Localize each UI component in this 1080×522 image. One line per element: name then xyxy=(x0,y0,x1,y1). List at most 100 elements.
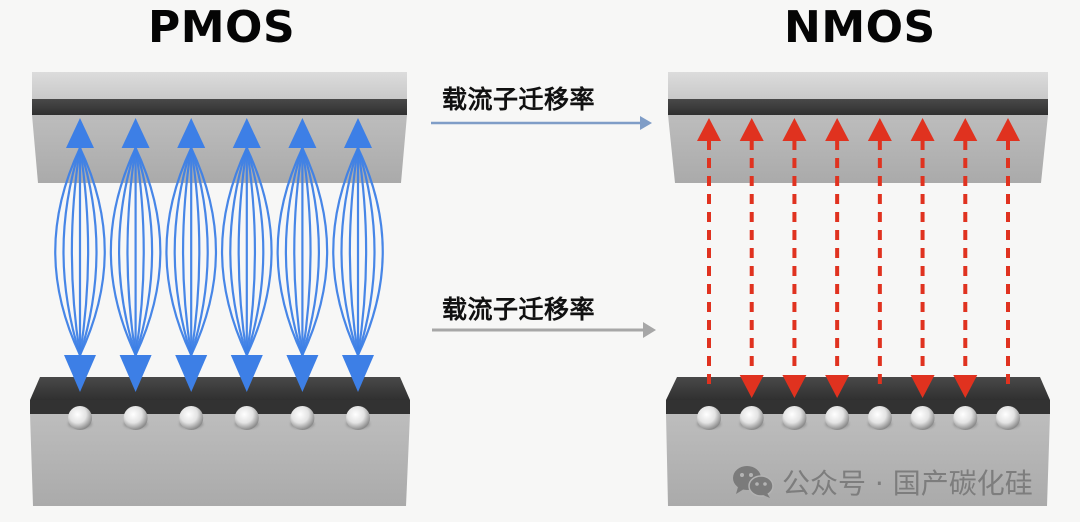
pmos-carrier-line xyxy=(109,147,137,356)
pmos-carrier-line xyxy=(221,147,248,356)
nmos-arrow xyxy=(782,118,807,398)
watermark-text: 公众号 · 国产碳化硅 xyxy=(782,467,1033,500)
pmos-bottom-slab-band xyxy=(30,400,410,414)
pmos-carrier-line xyxy=(70,147,82,356)
pmos-carrier-line xyxy=(245,147,273,356)
pmos-arrowhead-up xyxy=(232,118,261,148)
pmos-atom xyxy=(123,406,148,430)
nmos-atom xyxy=(996,406,1020,430)
wechat-icon xyxy=(733,466,774,498)
pmos-carrier-line xyxy=(126,147,137,356)
mobility-arrow-top xyxy=(431,116,652,130)
nmos-arrowhead-down xyxy=(825,375,850,398)
pmos-atom xyxy=(234,406,259,430)
mobility-arrow-bottom-head xyxy=(643,322,656,338)
nmos-arrowhead-down xyxy=(782,375,807,398)
pmos-carrier-line xyxy=(332,147,359,356)
nmos-atom xyxy=(953,406,978,430)
pmos-bottom-slab xyxy=(30,377,410,506)
nmos-carrier-paths xyxy=(697,118,1020,398)
nmos-arrowhead-up xyxy=(697,118,721,141)
pmos-atom xyxy=(290,406,315,430)
nmos-atom xyxy=(910,406,935,430)
pmos-arrowhead-down xyxy=(286,355,319,392)
nmos-arrowhead-up xyxy=(782,118,807,141)
pmos-arrowhead-up xyxy=(288,118,317,148)
pmos-arrow-bundle xyxy=(276,118,329,392)
pmos-top-slab-front xyxy=(32,115,407,183)
nmos-bottom-slab-top xyxy=(666,377,1050,400)
nmos-arrow xyxy=(697,118,721,392)
pmos-carrier-line xyxy=(301,147,329,356)
pmos-carrier-line xyxy=(357,147,384,356)
pmos-carrier-line xyxy=(78,147,98,356)
nmos-atom xyxy=(739,406,764,430)
pmos-carrier-line xyxy=(276,147,304,356)
nmos-arrowhead-up xyxy=(953,118,978,141)
nmos-top-slab-face xyxy=(668,72,1048,99)
pmos-carrier-line xyxy=(293,147,304,356)
pmos-carrier-line xyxy=(245,147,265,356)
nmos-atom xyxy=(825,406,850,430)
pmos-arrowhead-down xyxy=(175,355,208,392)
pmos-carrier-line xyxy=(134,147,145,356)
nmos-top-slab-front xyxy=(668,115,1048,183)
nmos-top-slab xyxy=(668,72,1048,183)
pmos-carrier-line xyxy=(190,147,201,356)
pmos-carrier-line xyxy=(118,147,137,356)
nmos-atom xyxy=(697,406,721,430)
nmos-bottom-slab-band xyxy=(666,400,1050,414)
pmos-carrier-line xyxy=(237,147,248,356)
pmos-carrier-line xyxy=(54,147,81,356)
pmos-arrow-bundle xyxy=(332,118,384,392)
pmos-arrow-bundle xyxy=(165,118,217,392)
pmos-carrier-line xyxy=(78,147,90,356)
pmos-bottom-slab-top xyxy=(30,377,410,400)
nmos-arrow xyxy=(953,118,978,398)
nmos-arrow xyxy=(739,118,764,398)
pmos-carrier-line xyxy=(190,147,217,356)
watermark: 公众号 · 国产碳化硅 xyxy=(732,462,1033,502)
nmos-atom xyxy=(867,406,892,430)
pmos-bottom-slab-front xyxy=(30,414,410,506)
nmos-arrowhead-down xyxy=(739,375,764,398)
pmos-carrier-line xyxy=(79,147,106,356)
nmos-arrowhead-up xyxy=(867,118,892,141)
pmos-arrowhead-down xyxy=(64,355,96,392)
pmos-carrier-line xyxy=(165,147,193,356)
pmos-arrow-bundle xyxy=(221,118,273,392)
pmos-arrowhead-down xyxy=(230,355,263,392)
nmos-arrow xyxy=(910,118,935,398)
nmos-arrow xyxy=(996,118,1020,392)
pmos-arrowhead-down xyxy=(119,355,152,392)
nmos-surface-atoms xyxy=(697,406,1020,430)
pmos-carrier-line xyxy=(284,147,304,356)
pmos-carrier-line xyxy=(173,147,193,356)
nmos-arrow xyxy=(867,118,892,392)
pmos-carrier-line xyxy=(190,147,209,356)
pmos-arrowhead-up xyxy=(121,118,150,148)
pmos-atom xyxy=(68,406,92,430)
pmos-carrier-line xyxy=(348,147,360,356)
pmos-title: PMOS xyxy=(148,2,296,53)
mobility-label-top: 载流子迁移率 xyxy=(442,85,596,114)
nmos-arrowhead-down xyxy=(910,375,935,398)
mobility-arrow-top-head xyxy=(640,116,652,130)
pmos-arrowhead-down xyxy=(342,355,374,392)
pmos-top-slab-face xyxy=(32,72,407,99)
pmos-carrier-line xyxy=(301,147,320,356)
pmos-top-slab-dark-band xyxy=(32,99,407,115)
pmos-carrier-line xyxy=(62,147,82,356)
pmos-carrier-line xyxy=(356,147,376,356)
pmos-surface-atoms xyxy=(68,406,370,430)
nmos-arrow xyxy=(825,118,850,398)
pmos-carrier-line xyxy=(181,147,193,356)
pmos-carrier-line xyxy=(245,147,257,356)
pmos-carrier-line xyxy=(134,147,162,356)
nmos-top-slab-dark-band xyxy=(668,99,1048,115)
pmos-arrow-bundle xyxy=(54,118,106,392)
pmos-carrier-line xyxy=(340,147,360,356)
nmos-arrowhead-up xyxy=(996,118,1020,141)
pmos-carrier-line xyxy=(301,147,312,356)
